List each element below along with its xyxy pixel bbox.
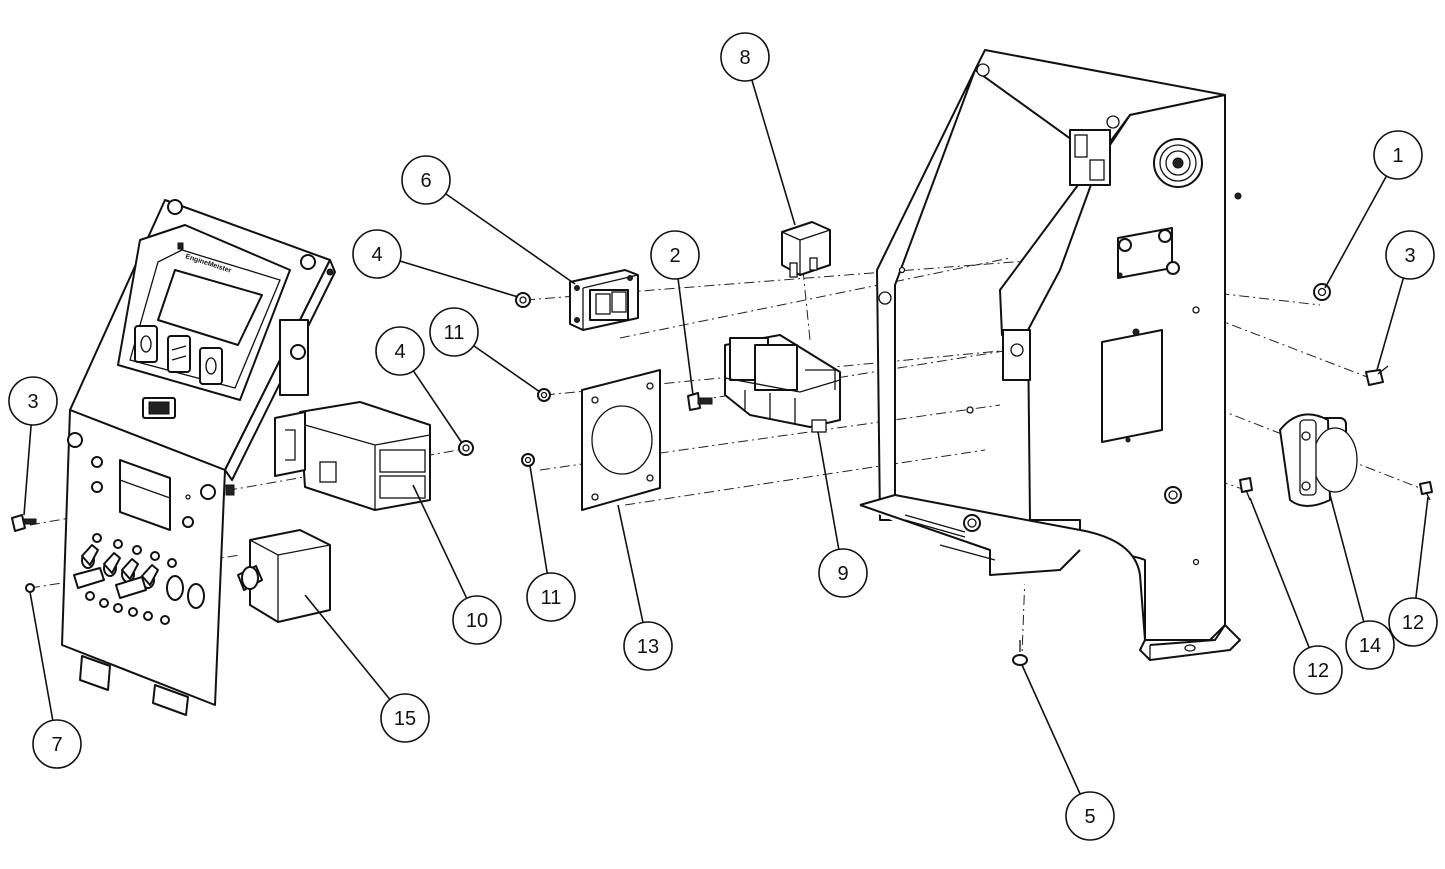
leader-line-c11a <box>473 345 541 393</box>
leader-line-c12a <box>1249 497 1310 648</box>
toggle-switches <box>73 544 159 599</box>
leader-line-c7 <box>29 591 54 721</box>
leader-line-c3b <box>1376 277 1405 371</box>
leader-line-c4b <box>412 370 463 444</box>
callout-number-c14: 14 <box>1359 635 1381 657</box>
callout-balloon-c10: 10 <box>452 595 502 645</box>
callout-balloon-c4b: 4 <box>375 326 425 376</box>
leader-line-c4a <box>399 260 519 298</box>
callout-number-c3b: 3 <box>1404 245 1415 267</box>
callout-circle-c1 <box>1373 130 1423 180</box>
callout-balloon-c6: 6 <box>401 155 451 205</box>
callout-balloon-c12b: 12 <box>1388 597 1438 647</box>
part-13-mounting-plate <box>581 369 661 511</box>
leader-line-c3a <box>23 424 32 516</box>
callout-number-c8: 8 <box>739 47 750 69</box>
leader-line-c12b <box>1415 496 1429 599</box>
callout-circle-c6 <box>401 155 451 205</box>
callout-balloon-c8: 8 <box>720 32 770 82</box>
leader-line-c15 <box>304 594 391 700</box>
callout-number-c10: 10 <box>466 610 488 632</box>
callout-balloon-c11a: 11 <box>429 307 479 357</box>
callout-circle-c14 <box>1345 620 1395 670</box>
callout-number-c3a: 3 <box>27 391 38 413</box>
callout-circle-c4b <box>375 326 425 376</box>
part-9-relay-block <box>724 334 841 433</box>
leader-line-c13 <box>617 504 644 623</box>
callout-circle-c11b <box>526 572 576 622</box>
callout-number-c12a: 12 <box>1307 660 1329 682</box>
control-panel-assembly: EngineMeister <box>61 199 336 716</box>
part-15-circuit-breaker <box>237 529 331 623</box>
callout-balloon-c9: 9 <box>818 548 868 598</box>
leader-line-c14 <box>1329 494 1365 623</box>
callout-balloon-c14: 14 <box>1345 620 1395 670</box>
callout-circle-c10 <box>452 595 502 645</box>
callout-number-c4b: 4 <box>394 341 405 363</box>
leader-line-c11b <box>529 465 548 574</box>
callout-number-c13: 13 <box>637 636 659 658</box>
small-hardware <box>11 283 1433 666</box>
leader-line-c2 <box>677 278 694 396</box>
callout-number-c1: 1 <box>1392 145 1403 167</box>
callout-circle-c15 <box>380 693 430 743</box>
callout-balloon-c3b: 3 <box>1385 230 1435 280</box>
callout-circle-c5 <box>1065 791 1115 841</box>
callout-number-c7: 7 <box>51 734 62 756</box>
callout-balloon-c3a: 3 <box>8 376 58 426</box>
part-6-connector <box>569 269 639 331</box>
part-8-relay <box>781 221 831 278</box>
leader-line-c10 <box>412 484 468 599</box>
callout-balloon-c12a: 12 <box>1293 645 1343 695</box>
callout-balloon-c7: 7 <box>32 719 82 769</box>
part-14-power-socket <box>1279 413 1358 507</box>
callout-balloon-c5: 5 <box>1065 791 1115 841</box>
callout-circle-c11a <box>429 307 479 357</box>
callout-number-c12b: 12 <box>1402 612 1424 634</box>
callout-circle-c3a <box>8 376 58 426</box>
callout-balloon-c1: 1 <box>1373 130 1423 180</box>
part-10-contactor <box>274 401 431 511</box>
callout-circle-c12b <box>1388 597 1438 647</box>
leader-line-c5 <box>1021 664 1081 795</box>
callout-balloon-c13: 13 <box>623 621 673 671</box>
callout-circle-c4a <box>352 229 402 279</box>
leader-line-c8 <box>751 79 796 226</box>
callout-balloon-c2: 2 <box>650 230 700 280</box>
callout-number-c2: 2 <box>669 245 680 267</box>
callout-circle-c2 <box>650 230 700 280</box>
callout-balloon-c15: 15 <box>380 693 430 743</box>
leader-line-c6 <box>445 193 576 285</box>
callout-number-c6: 6 <box>420 170 431 192</box>
main-housing-frame <box>859 49 1242 661</box>
callout-circle-c12a <box>1293 645 1343 695</box>
callout-balloon-c4a: 4 <box>352 229 402 279</box>
callout-number-c15: 15 <box>394 708 416 730</box>
callout-number-c11b: 11 <box>541 587 562 609</box>
callout-circle-c7 <box>32 719 82 769</box>
callout-circle-c3b <box>1385 230 1435 280</box>
callout-circle-c8 <box>720 32 770 82</box>
leader-line-c9 <box>817 431 840 550</box>
callout-number-c5: 5 <box>1084 806 1095 828</box>
callout-number-c11a: 11 <box>444 322 465 344</box>
callout-number-c9: 9 <box>837 563 848 585</box>
callout-balloon-c11b: 11 <box>526 572 576 622</box>
callout-circle-c9 <box>818 548 868 598</box>
callout-circle-c13 <box>623 621 673 671</box>
leader-line-c1 <box>1324 175 1388 289</box>
callout-number-c4a: 4 <box>371 244 382 266</box>
